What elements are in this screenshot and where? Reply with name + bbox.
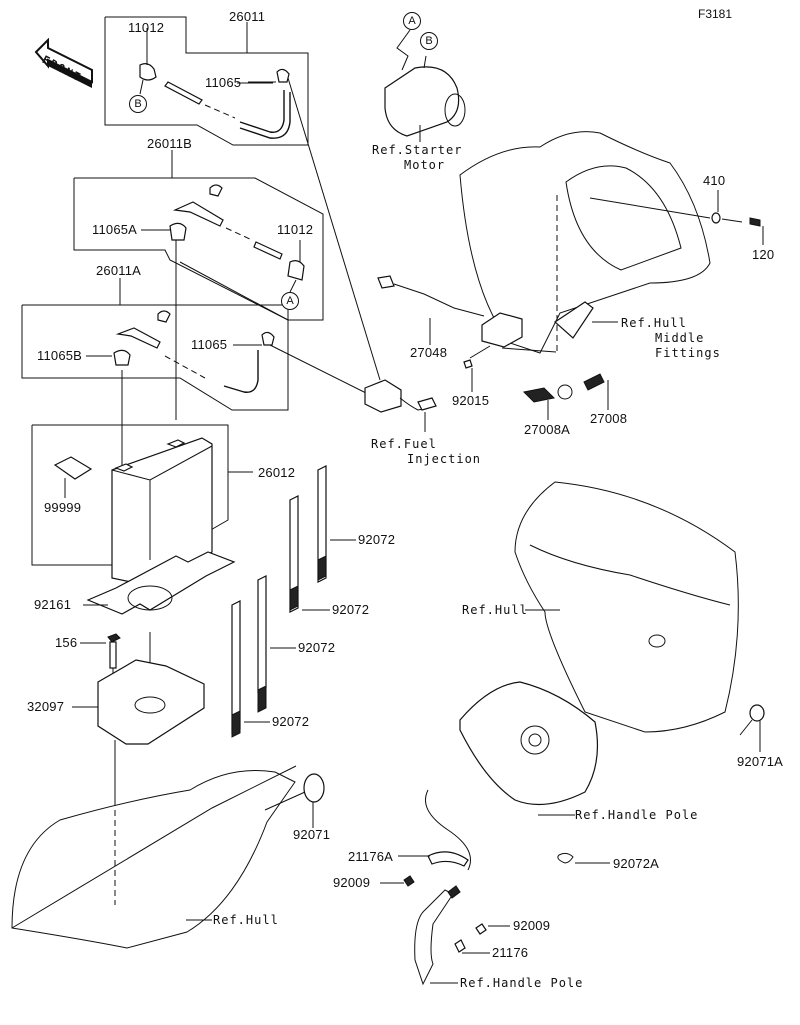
part-label-26011B[interactable]: 26011B (147, 136, 193, 151)
ref-starter-motor-line2: Motor (404, 158, 446, 172)
part-label-27048[interactable]: 27048 (410, 345, 448, 360)
part-label-92071[interactable]: 92071 (293, 827, 331, 842)
part-27048-drawing (377, 275, 557, 392)
part-label-11012-top[interactable]: 11012 (128, 20, 165, 35)
ref-fuel-injection[interactable]: Ref.Fuel Injection (371, 437, 481, 467)
ref-handle-pole-bottom[interactable]: Ref.Handle Pole (460, 976, 584, 990)
part-label-92071A[interactable]: 92071A (737, 754, 784, 769)
ref-hull-middle-line2: Middle (655, 331, 705, 345)
ref-starter-motor-line1: Ref.Starter (372, 143, 463, 157)
ref-hull-middle-line3: Fittings (655, 346, 721, 360)
part-label-92072-2[interactable]: 92072 (332, 602, 370, 617)
part-label-27008[interactable]: 27008 (590, 411, 628, 426)
part-label-92009-1[interactable]: 92009 (333, 875, 371, 890)
fuel-injection-part (364, 379, 437, 432)
part-label-11065-top[interactable]: 11065 (205, 75, 242, 90)
front-arrow-icon (34, 38, 93, 88)
part-label-92009-2[interactable]: 92009 (513, 918, 551, 933)
part-label-11065-mid[interactable]: 11065 (191, 337, 228, 352)
handle-pole-lower (380, 851, 610, 986)
part-label-99999[interactable]: 99999 (44, 500, 82, 515)
part-label-92072-4[interactable]: 92072 (272, 714, 310, 729)
part-label-27008A[interactable]: 27008A (524, 422, 571, 437)
part-label-92015[interactable]: 92015 (452, 393, 490, 408)
callout-b-starter: B (420, 32, 438, 50)
part-label-21176[interactable]: 21176 (492, 945, 529, 960)
battery-group-box (31, 424, 253, 587)
figure-id: F3181 (698, 7, 733, 21)
key-27008-drawing (583, 373, 609, 410)
ref-fuel-injection-line2: Injection (407, 452, 482, 466)
part-label-92072-1[interactable]: 92072 (358, 532, 396, 547)
part-label-11065A[interactable]: 11065A (92, 222, 138, 237)
cable-26011 (139, 28, 381, 381)
part-label-92072-3[interactable]: 92072 (298, 640, 336, 655)
callout-b-cable: B (129, 95, 147, 113)
callout-a-cable: A (281, 292, 299, 310)
part-label-11012-mid[interactable]: 11012 (277, 222, 314, 237)
part-label-156[interactable]: 156 (55, 635, 78, 650)
ref-hull-bottom[interactable]: Ref.Hull (213, 913, 279, 927)
hull-left-drawing (11, 765, 325, 949)
ref-hull-middle-line1: Ref.Hull (621, 316, 687, 330)
battery-straps-92072 (231, 465, 356, 738)
handle-pole-plate (425, 681, 599, 871)
ref-hull-middle-fittings[interactable]: Ref.Hull Middle Fittings (621, 316, 721, 361)
ref-hull-right[interactable]: Ref.Hull (462, 603, 528, 617)
part-label-120[interactable]: 120 (752, 247, 775, 262)
part-label-92072A[interactable]: 92072A (613, 856, 660, 871)
battery-case-32097 (97, 659, 205, 800)
part-label-32097[interactable]: 32097 (27, 699, 65, 714)
ref-handle-pole-top[interactable]: Ref.Handle Pole (575, 808, 699, 822)
hull-right-drawing (514, 481, 765, 752)
part-label-11065B[interactable]: 11065B (37, 348, 83, 363)
group-box-26011B (73, 150, 324, 321)
part-label-26011[interactable]: 26011 (229, 9, 266, 24)
part-label-92161[interactable]: 92161 (34, 597, 72, 612)
ref-starter-motor[interactable]: Ref.Starter Motor (372, 143, 462, 173)
part-label-410[interactable]: 410 (703, 173, 726, 188)
part-label-26012[interactable]: 26012 (258, 465, 296, 480)
callout-a-starter: A (403, 12, 421, 30)
group-box-26011A (21, 240, 381, 470)
part-label-21176A[interactable]: 21176A (348, 849, 394, 864)
starter-motor-drawing (384, 29, 466, 142)
ref-fuel-injection-line1: Ref.Fuel (371, 437, 437, 451)
leader-lines (72, 82, 273, 708)
part-label-26011A[interactable]: 26011A (96, 263, 142, 278)
battery-tray-92161 (86, 551, 236, 700)
key-27008A-drawing (522, 384, 573, 420)
